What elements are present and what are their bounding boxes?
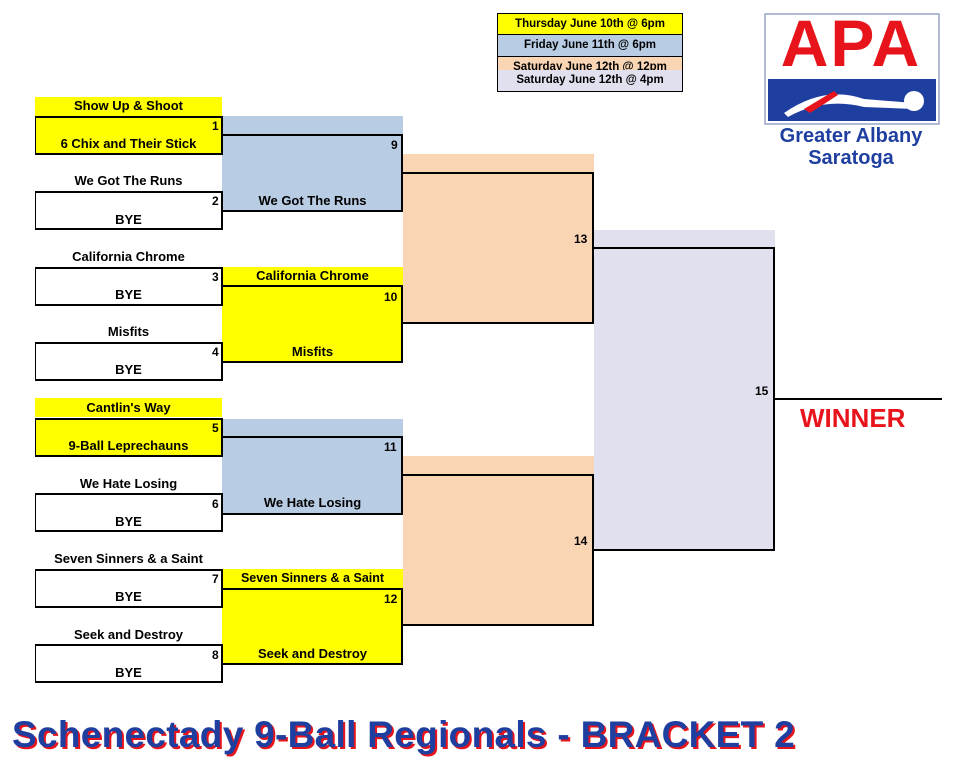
match-11-bottom-line	[222, 513, 403, 515]
match-12-bottom-line	[222, 663, 403, 665]
match-9-number: 9	[391, 138, 398, 152]
match-13-right-line	[592, 172, 594, 324]
match-11-right-line	[401, 436, 403, 515]
match-12-bottom-team: Seek and Destroy	[257, 646, 368, 661]
match-4-number: 4	[212, 345, 219, 359]
match-4-top-team: Misfits	[107, 324, 150, 339]
match-13-bottom-line	[403, 322, 594, 324]
match-7-number: 7	[212, 572, 219, 586]
match-5-top-fill	[35, 398, 222, 417]
match-6-top-team: We Hate Losing	[79, 476, 178, 491]
match-13-fill	[403, 154, 594, 324]
winner-line	[775, 398, 942, 400]
match-5-bottom-team: 9-Ball Leprechauns	[68, 438, 189, 453]
match-10-fill	[222, 267, 403, 363]
match-5-number: 5	[212, 421, 219, 435]
match-12-fill	[222, 569, 403, 665]
match-8-bottom-team: BYE	[115, 665, 142, 680]
match-2-top-team: We Got The Runs	[74, 173, 183, 188]
page-title: Schenectady 9-Ball Regionals - BRACKET 2	[12, 714, 796, 755]
match-9-bottom-line	[222, 210, 403, 212]
match-6-number: 6	[212, 497, 219, 511]
match-10-bottom-line	[222, 361, 403, 363]
apa-logo-text: APA	[780, 6, 922, 80]
match-2-number: 2	[212, 194, 219, 208]
match-2-bottom-team: BYE	[115, 212, 142, 227]
apa-logo-line1: Greater Albany	[779, 125, 923, 147]
match-9-top-line	[222, 134, 403, 136]
match-10-top-line	[222, 285, 403, 287]
match-15-number: 15	[755, 384, 769, 398]
match-1-bottom-team: 6 Chix and Their Stick	[60, 136, 197, 151]
match-10-top-team: California Chrome	[256, 268, 369, 283]
match-15-fill	[594, 230, 775, 551]
match-13-top-line	[403, 172, 594, 174]
match-15-right-line	[773, 247, 775, 551]
match-12-number: 12	[384, 592, 398, 606]
match-14-top-line	[403, 474, 594, 476]
match-10-right-line	[401, 285, 403, 363]
match-3-number: 3	[212, 270, 219, 284]
match-9-right-line	[401, 134, 403, 212]
match-14-bottom-line	[403, 624, 594, 626]
legend-thursday: Thursday June 10th @ 6pm	[497, 13, 683, 35]
match-1-top-team: Show Up & Shoot	[73, 98, 184, 113]
match-11-top-line	[222, 436, 403, 438]
match-7-top-team: Seven Sinners & a Saint	[54, 551, 203, 566]
match-3-top-team: California Chrome	[72, 249, 185, 264]
match-11-fill	[222, 419, 403, 515]
match-12-top-line	[222, 588, 403, 590]
match-15-bottom-line	[594, 549, 775, 551]
match-7-bottom-team: BYE	[115, 589, 142, 604]
winner-label: WINNER	[800, 403, 906, 433]
match-13-number: 13	[574, 232, 588, 246]
match-5-top-team: Cantlin's Way	[86, 400, 171, 415]
match-10-number: 10	[384, 290, 398, 304]
match-12-right-line	[401, 588, 403, 665]
match-9-fill	[222, 116, 403, 212]
match-4-bottom-team: BYE	[115, 362, 142, 377]
match-1-top-fill	[35, 97, 222, 116]
match-6-bottom-team: BYE	[115, 514, 142, 529]
apa-logo-line2: Saratoga	[808, 147, 894, 169]
match-8-top-team: Seek and Destroy	[73, 627, 184, 642]
match-3-bottom-team: BYE	[115, 287, 142, 302]
match-14-number: 14	[574, 534, 588, 548]
match-11-bottom-team: We Hate Losing	[263, 495, 362, 510]
match-1-number: 1	[212, 119, 219, 133]
match-10-bottom-team: Misfits	[291, 344, 334, 359]
match-14-fill	[403, 456, 594, 626]
match-1-bottom-fill	[35, 116, 222, 154]
apa-logo-graphic	[764, 13, 940, 125]
match-12-top-team: Seven Sinners & a Saint	[240, 571, 385, 585]
match-8-number: 8	[212, 648, 219, 662]
match-15-top-line	[594, 247, 775, 249]
legend-friday: Friday June 11th @ 6pm	[497, 35, 683, 57]
match-5-bottom-fill	[35, 418, 222, 456]
match-11-number: 11	[384, 440, 397, 454]
match-14-right-line	[592, 474, 594, 626]
match-6-box	[35, 493, 223, 532]
match-9-bottom-team: We Got The Runs	[258, 193, 367, 208]
legend-saturday-4pm-text: Saturday June 12th @ 4pm	[497, 70, 683, 92]
